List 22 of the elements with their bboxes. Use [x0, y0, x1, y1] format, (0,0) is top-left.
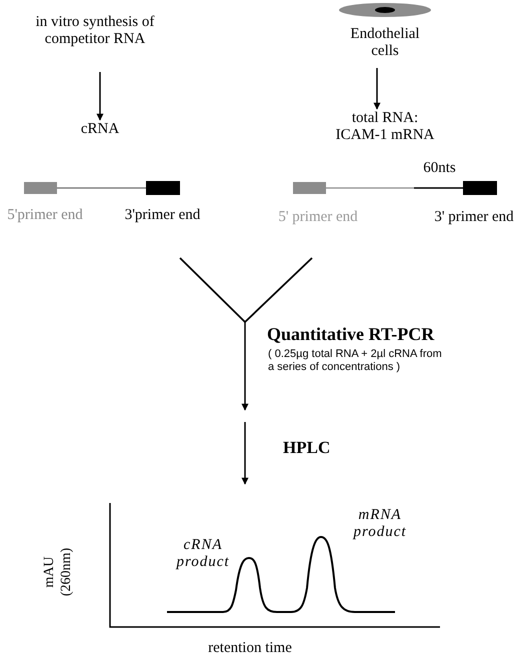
step-label: cRNA: [80, 121, 120, 138]
connector-line: [179, 257, 246, 323]
primer-label: 5'primer end: [6, 207, 84, 224]
arrow: [374, 68, 380, 110]
peak-label: cRNA product: [174, 537, 231, 571]
arrow: [242, 422, 248, 485]
length-label: 60nts: [422, 160, 457, 177]
step-note: ( 0.25µg total RNA + 2µl cRNA from a series of concentrations ): [268, 348, 443, 374]
primer-label: 5' primer end: [277, 209, 359, 226]
axis-label: mAU (260nm): [41, 546, 75, 598]
connector-line: [244, 257, 313, 323]
step-label: Endothelial cells: [349, 26, 421, 60]
axis-label: retention time: [207, 640, 293, 657]
edge-label: HPLC: [283, 438, 330, 458]
step-label: total RNA: ICAM-1 mRNA: [334, 110, 436, 144]
primer-label: 3' primer end: [433, 209, 515, 226]
arrow: [242, 322, 248, 411]
step-heading: Quantitative RT-PCR: [267, 326, 436, 343]
arrow: [96, 72, 104, 121]
peak-label: mRNA product: [352, 507, 408, 541]
primer-label: 3'primer end: [124, 207, 202, 224]
step-label: in vitro synthesis of competitor RNA: [34, 14, 156, 48]
